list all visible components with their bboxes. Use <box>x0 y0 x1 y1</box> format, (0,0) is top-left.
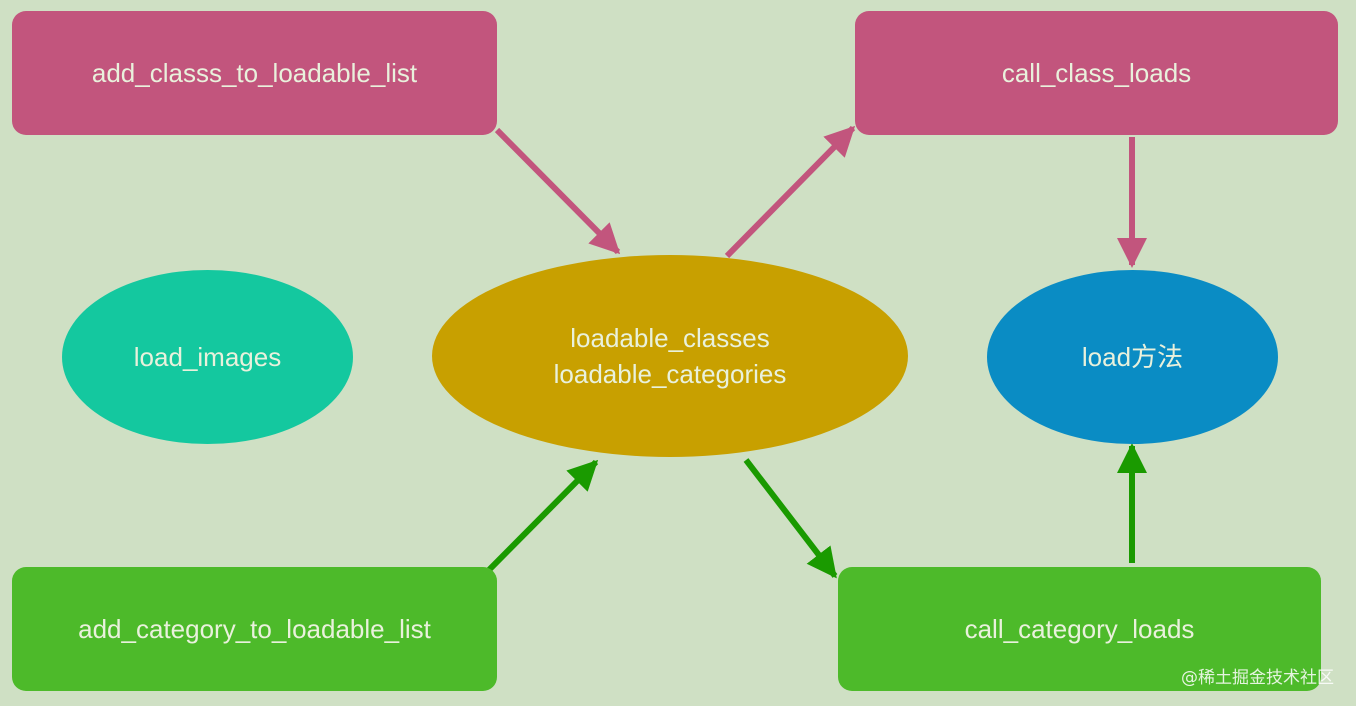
node-label-group: loadable_classes loadable_categories <box>554 320 787 392</box>
node-label-line-2: loadable_categories <box>553 359 787 389</box>
node-call-class-loads: call_class_loads <box>855 11 1338 135</box>
edge-add-category-to-loadable <box>480 459 599 579</box>
node-loadable-lists: loadable_classes loadable_categories <box>432 255 908 457</box>
watermark: @稀土掘金技术社区 <box>1181 668 1334 688</box>
node-add-category-to-loadable-list: add_category_to_loadable_list <box>12 567 497 691</box>
node-call-category-loads: call_category_loads <box>838 567 1321 691</box>
node-add-class-to-loadable-list: add_classs_to_loadable_list <box>12 11 497 135</box>
node-label: add_classs_to_loadable_list <box>91 58 418 88</box>
node-label: load方法 <box>1081 342 1184 372</box>
node-label: call_category_loads <box>964 614 1195 644</box>
edge-loadable-to-call-category <box>743 458 838 579</box>
edge-add-class-to-loadable <box>494 127 621 255</box>
node-load-images: load_images <box>62 270 353 444</box>
node-label-line-1: loadable_classes <box>570 323 770 353</box>
node-load-method: load方法 <box>987 270 1278 444</box>
node-label: load_images <box>133 342 282 372</box>
node-label: add_category_to_loadable_list <box>78 614 431 644</box>
edge-loadable-to-call-class <box>724 125 856 259</box>
node-label: call_class_loads <box>1001 58 1192 88</box>
